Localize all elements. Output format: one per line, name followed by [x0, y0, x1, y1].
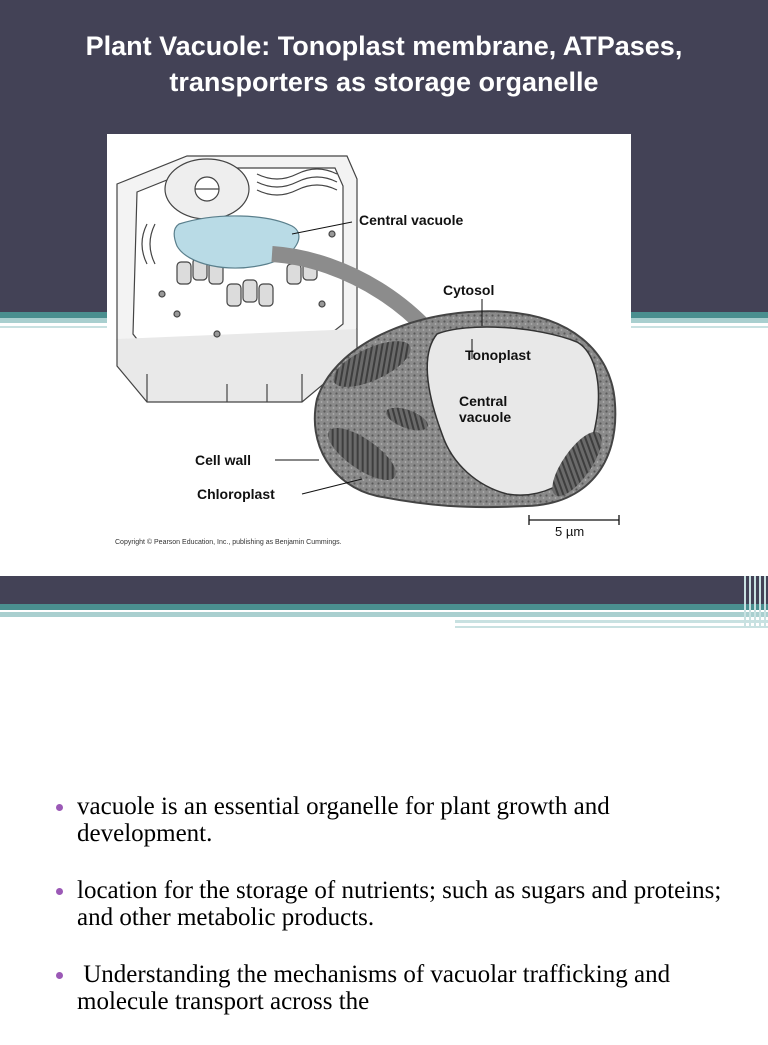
bullet-dot-icon	[56, 804, 63, 811]
divider-band	[0, 576, 768, 604]
scale-bar	[528, 515, 620, 525]
leader-central-vacuole	[291, 221, 353, 235]
label-central-vacuole-inner-1: Central	[459, 393, 508, 409]
divider-stripe-right-2	[455, 626, 768, 628]
divider-stripe-light	[0, 612, 768, 617]
cell-schematic	[116, 155, 358, 403]
label-scale: 5 µm	[555, 524, 585, 539]
central-vacuole-shape	[173, 215, 300, 269]
bullet-text: Understanding the mechanisms of vacuolar…	[77, 961, 677, 1015]
vacuole-figure: Central vacuole Cytosol Tonoplast Centra…	[107, 134, 631, 552]
slide-title: Plant Vacuole: Tonoplast membrane, ATPas…	[85, 31, 683, 97]
label-tonoplast: Tonoplast	[465, 347, 531, 363]
bullet-item: vacuole is an essential organelle for pl…	[0, 793, 768, 847]
figure-copyright: Copyright © Pearson Education, Inc., pub…	[115, 539, 342, 546]
label-chloroplast: Chloroplast	[197, 486, 275, 502]
divider-stripe-teal	[0, 604, 768, 610]
divider-vertical-marks	[744, 576, 768, 628]
bullet-list: vacuole is an essential organelle for pl…	[0, 793, 768, 1045]
bullet-item: location for the storage of nutrients; s…	[0, 877, 768, 931]
label-central-vacuole-top: Central vacuole	[359, 212, 464, 228]
bullet-dot-icon	[56, 972, 63, 979]
divider-stripe-right	[455, 620, 768, 623]
bullet-item: Understanding the mechanisms of vacuolar…	[0, 961, 768, 1015]
bullet-text: vacuole is an essential organelle for pl…	[77, 793, 610, 847]
leader-chloroplast	[301, 478, 363, 495]
micrograph-cell	[313, 310, 617, 509]
cell-diagram	[116, 155, 620, 525]
bullet-dot-icon	[56, 888, 63, 895]
label-cell-wall: Cell wall	[195, 452, 252, 468]
label-central-vacuole-inner-2: vacuole	[459, 409, 512, 425]
bullet-text: location for the storage of nutrients; s…	[77, 877, 722, 931]
label-cytosol: Cytosol	[443, 282, 495, 298]
